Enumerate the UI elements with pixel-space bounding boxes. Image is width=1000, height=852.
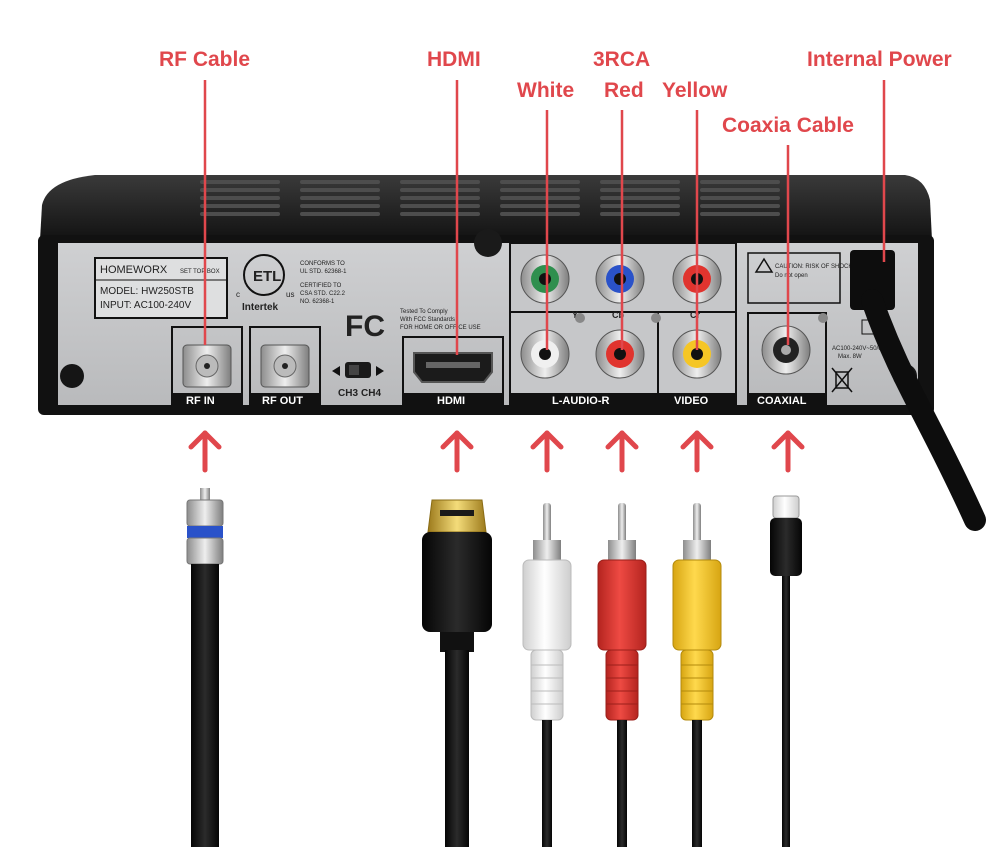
warning-triangle-icon: [754, 257, 774, 273]
screw-small-1: [575, 313, 585, 323]
rf-f-connector-cable: [186, 488, 224, 847]
hdmi-port: HDMI: [402, 336, 504, 407]
etl-mark-text: ETL: [253, 268, 281, 285]
jack-audio-red: [595, 329, 645, 379]
certified-line-1: CERTIFIED TO: [300, 283, 342, 289]
screw-top: [474, 229, 502, 257]
jack-audio-white: [520, 329, 570, 379]
coaxial-label: COAXIAL: [757, 395, 807, 407]
three-rca-callout: 3RCA: [593, 48, 651, 71]
certified-line-2: CSA STD. C22.2: [300, 291, 346, 297]
vent-slots: [200, 180, 780, 216]
fcc-line-3: FOR HOME OR OFFICE USE: [400, 325, 481, 331]
rf-out-label: RF OUT: [262, 395, 303, 407]
arrow-up-icon: [530, 430, 564, 473]
jack-y-green: [520, 254, 570, 304]
input-text: INPUT: AC100-240V: [100, 300, 191, 311]
white-rca-cable: [522, 503, 572, 847]
arrow-up-icon: [680, 430, 714, 473]
arrow-up-icon: [605, 430, 639, 473]
arrow-up-icon: [771, 430, 805, 473]
arrow-up-icon: [440, 430, 474, 473]
power-cord-strain-relief: [850, 250, 895, 310]
screw-left: [60, 364, 84, 388]
coaxial-cable: [770, 495, 802, 847]
etl-mark: ETL c us Intertek: [236, 254, 294, 313]
conforms-line-1: CONFORMS TO: [300, 261, 345, 267]
jack-cb-blue: [595, 254, 645, 304]
up-arrows: [188, 430, 805, 473]
hdmi-callout: HDMI: [427, 48, 481, 71]
video-label: VIDEO: [674, 395, 709, 407]
red-callout: Red: [604, 79, 644, 102]
etl-us-text: us: [286, 290, 294, 299]
audio-label: L-AUDIO-R: [552, 395, 609, 407]
yellow-rca-cable: [672, 503, 722, 847]
hdmi-port-label: HDMI: [437, 395, 465, 407]
brand-suffix-text: SET TOP BOX: [180, 269, 220, 275]
conformity-text: CONFORMS TO UL STD. 62368-1 CERTIFIED TO…: [300, 261, 347, 305]
conforms-line-2: UL STD. 62368-1: [300, 269, 347, 275]
ch4-label: CH4: [361, 388, 381, 399]
rf-cable-callout: RF Cable: [159, 48, 251, 71]
certified-line-3: NO. 62368-1: [300, 299, 335, 305]
caution-line-1: CAUTION: RISK OF SHOCK: [775, 264, 852, 270]
white-callout: White: [517, 79, 575, 102]
coaxia-cable-callout: Coaxia Cable: [722, 114, 854, 137]
rf-out-port: RF OUT: [249, 326, 321, 407]
power-rating-line-1: AC100-240V~50/60Hz: [832, 346, 892, 352]
power-rating-line-2: Max. 8W: [838, 354, 862, 360]
model-text: MODEL: HW250STB: [100, 286, 194, 297]
y-label: Y: [572, 310, 578, 320]
coaxial-port: CAUTION: RISK OF SHOCK Do not open COAXI…: [747, 252, 852, 407]
power-cord: [861, 289, 986, 531]
power-section: AC100-240V~50/60Hz Max. 8W: [831, 250, 986, 531]
callout-lines: [203, 80, 886, 355]
arrow-up-icon: [188, 430, 222, 473]
cr-label: Cr: [690, 310, 700, 320]
rf-in-label: RF IN: [186, 395, 215, 407]
fcc-logo-text: FC: [345, 310, 385, 343]
caution-line-2: Do not open: [775, 273, 808, 279]
screw-small-2: [651, 313, 661, 323]
screw-small-3: [818, 313, 828, 323]
model-sticker: HOMEWORX SET TOP BOX MODEL: HW250STB INP…: [94, 257, 228, 319]
internal-power-callout: Internal Power: [807, 48, 952, 71]
hdmi-cable: [422, 499, 492, 847]
jack-video-yellow: [672, 329, 722, 379]
intertek-text: Intertek: [242, 302, 279, 313]
weee-bin-icon: [831, 367, 853, 393]
red-rca-cable: [597, 503, 647, 847]
yellow-callout: Yellow: [662, 79, 728, 102]
fcc-line-1: Tested To Comply: [400, 309, 448, 315]
caution-box: [747, 252, 841, 304]
fcc-line-2: With FCC Standards: [400, 317, 455, 323]
channel-switch: CH3 CH4: [332, 362, 384, 399]
ch3-label: CH3: [338, 388, 358, 399]
etl-c-text: c: [236, 290, 240, 299]
rf-in-port: RF IN: [171, 326, 243, 407]
cb-label: Cb: [612, 310, 624, 320]
fcc-mark: FC Tested To Comply With FCC Standards F…: [345, 309, 481, 343]
brand-text: HOMEWORX: [100, 264, 168, 276]
